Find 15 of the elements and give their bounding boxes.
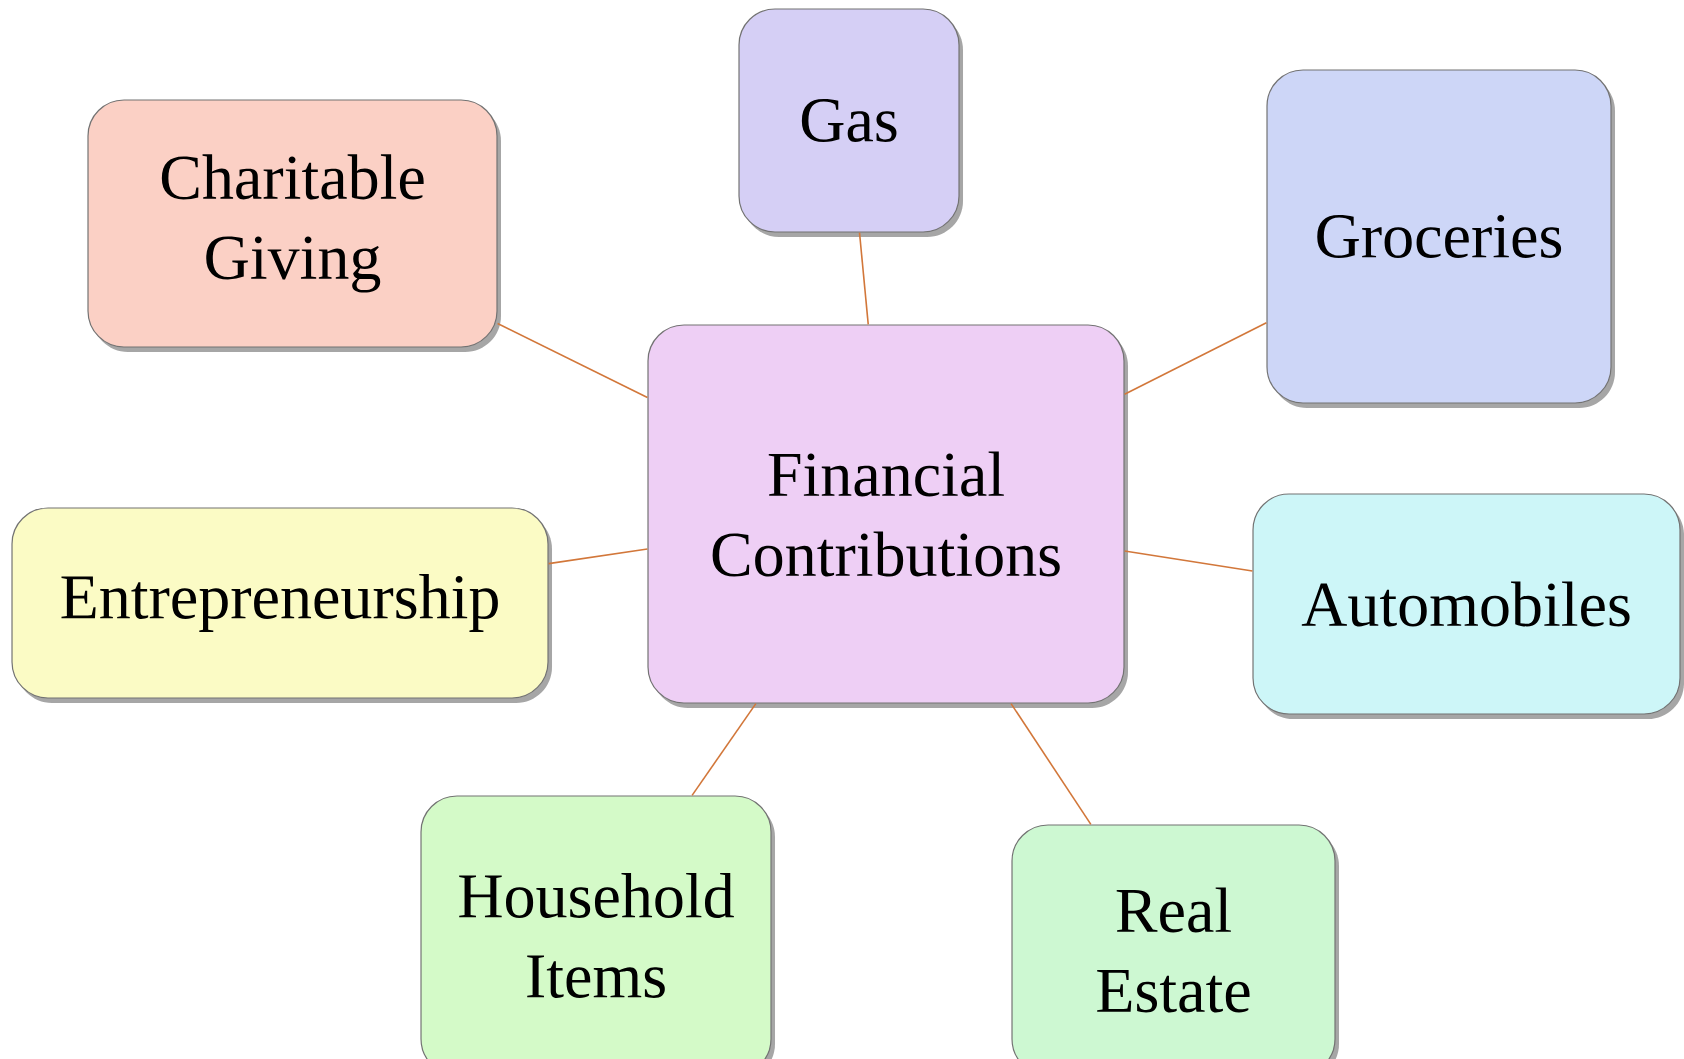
rounded-box: Entrepreneurship xyxy=(11,507,552,703)
rounded-box: Real Estate xyxy=(1011,824,1339,1059)
connector-line xyxy=(496,322,649,399)
rounded-box: Financial Contributions xyxy=(647,324,1128,708)
connector-line xyxy=(691,702,757,797)
rounded-box: Gas xyxy=(738,8,963,237)
connector-line xyxy=(547,548,649,565)
rounded-box: Groceries xyxy=(1266,69,1615,408)
connector-line xyxy=(858,231,870,326)
rounded-box: Household Items xyxy=(420,795,775,1059)
connector-line xyxy=(1123,550,1254,572)
connector-line xyxy=(1123,321,1268,396)
rounded-box: Automobiles xyxy=(1252,493,1684,719)
connector-line xyxy=(1010,702,1092,826)
rounded-box: Charitable Giving xyxy=(87,99,501,352)
